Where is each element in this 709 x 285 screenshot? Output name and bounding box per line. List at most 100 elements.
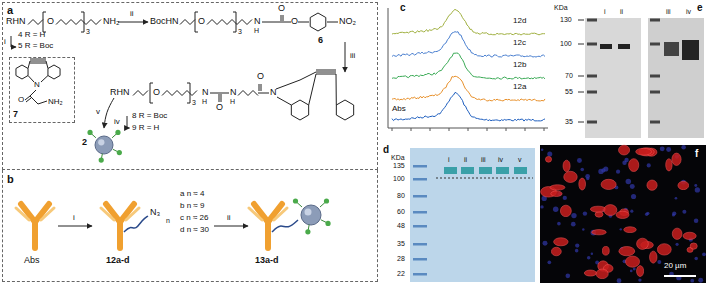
text-label: 12d — [512, 17, 527, 26]
text-label: 12a — [512, 83, 527, 92]
bracket — [150, 83, 153, 103]
protein-band — [444, 167, 457, 174]
linker-chain — [272, 220, 298, 232]
text-label: 135 — [393, 162, 405, 170]
text-label: ii — [130, 10, 134, 19]
panel-label: e — [697, 2, 703, 13]
panel-letter: 7 — [13, 110, 18, 120]
text-label: v — [518, 156, 522, 164]
text-label: 3 — [86, 28, 90, 36]
antibody-shape — [126, 208, 139, 220]
axis-tick — [506, 128, 507, 131]
ladder-band — [413, 225, 427, 228]
protein-band — [496, 167, 509, 174]
ladder-band — [650, 121, 660, 124]
cell-blob — [551, 191, 562, 197]
protein-band — [682, 40, 699, 60]
text-label: RHN — [110, 88, 130, 98]
bond-line — [133, 91, 148, 96]
text-label: 60 — [397, 208, 405, 216]
bond-line — [336, 74, 337, 105]
axis-tick — [468, 128, 469, 131]
ladder-band — [650, 75, 660, 78]
bond-line — [16, 65, 28, 79]
nucleus-dot — [631, 194, 636, 199]
text-label: O — [198, 17, 205, 27]
sphere — [301, 205, 321, 225]
text-label: N — [270, 88, 277, 98]
blot-panel — [648, 18, 704, 138]
text-label: ii — [620, 8, 623, 16]
panel-label: 6 — [318, 36, 323, 46]
reaction-arrow — [58, 226, 92, 227]
text-label: 100 — [560, 40, 572, 48]
cell-blob — [596, 269, 608, 279]
ligand-dot — [324, 198, 329, 203]
ligand-dot — [305, 229, 310, 234]
nucleus-dot — [630, 270, 633, 273]
nucleus-dot — [682, 210, 686, 214]
bracket — [43, 12, 46, 32]
protein-band — [461, 167, 474, 174]
ladder-band — [650, 91, 660, 94]
text-label: i — [73, 214, 75, 223]
nucleus-dot — [577, 158, 582, 163]
antibody-shape — [274, 208, 287, 220]
text-label: O — [278, 4, 285, 14]
nucleus-dot — [582, 228, 584, 230]
bond-line — [309, 74, 316, 105]
text-label: N — [230, 88, 237, 98]
cell-blob — [616, 211, 629, 218]
nucleus-dot — [580, 168, 584, 172]
dotted-line — [436, 178, 533, 179]
nucleus-dot — [571, 213, 576, 218]
text-label: H — [254, 27, 259, 35]
bond-line — [219, 94, 220, 102]
text-label: d n ≈ 30 — [180, 226, 209, 235]
bond-line — [30, 61, 46, 62]
nucleus-dot — [660, 146, 665, 151]
marker-tick — [578, 122, 584, 123]
nucleus-dot — [646, 212, 649, 215]
bond-line — [26, 98, 31, 102]
panel-label: 12a-d — [106, 256, 130, 266]
ligand-line — [321, 220, 327, 223]
text-label: 35 — [397, 240, 405, 248]
text-label: 130 — [560, 16, 572, 24]
panel-letter: b — [7, 173, 14, 185]
cell-blob — [672, 228, 682, 239]
ligand-dot — [99, 158, 104, 163]
text-label: O — [153, 88, 160, 98]
text-label: NO₂ — [339, 17, 356, 27]
bond-line — [310, 13, 326, 31]
cell-blob — [672, 153, 681, 165]
cell-blob — [590, 206, 605, 212]
text-label: N — [34, 81, 40, 90]
text-label: 8 R = Boc — [132, 112, 167, 121]
antibody-shape — [265, 222, 271, 248]
bracket — [195, 12, 198, 32]
reaction-arrow — [345, 42, 346, 72]
panel-label: f — [695, 148, 698, 159]
nucleus-dot — [675, 197, 678, 200]
nucleus-dot — [626, 179, 631, 184]
reaction-arrow — [11, 36, 16, 47]
ladder-band — [413, 273, 427, 276]
text-label: i — [448, 156, 450, 164]
bond-line — [46, 61, 48, 69]
ladder-band — [587, 43, 597, 46]
text-label: iii — [481, 156, 486, 164]
text-label: 3 — [238, 28, 242, 36]
bond-line — [262, 22, 291, 23]
nucleus-dot — [587, 256, 591, 260]
ladder-band — [413, 243, 427, 246]
nucleus-dot — [672, 211, 676, 215]
ligand-line — [112, 134, 117, 138]
nucleus-dot — [657, 260, 661, 264]
protein-band — [479, 167, 492, 174]
bond-line — [276, 72, 316, 89]
text-label: 70 — [565, 72, 573, 80]
scale-bar — [664, 275, 696, 277]
ligand-dot — [115, 130, 120, 135]
